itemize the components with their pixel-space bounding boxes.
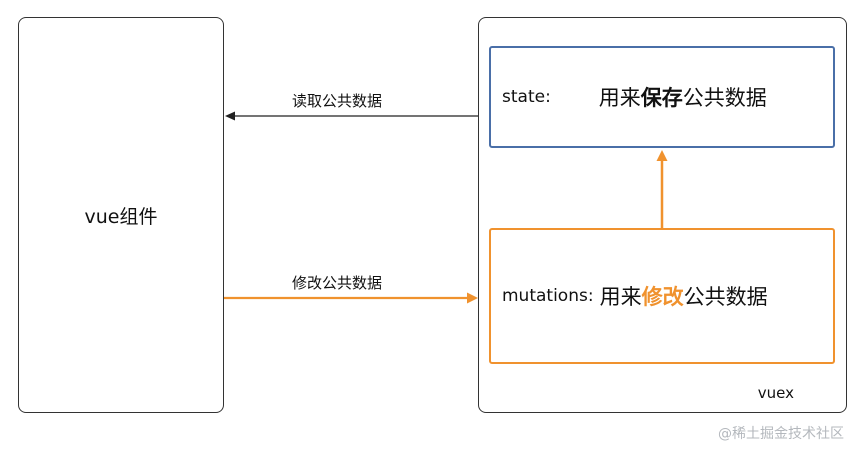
mutations-box: mutations: 用来修改公共数据 [489, 228, 835, 364]
mutations-desc-highlight: 修改 [641, 285, 684, 309]
vue-component-box: vue组件 [18, 17, 224, 413]
vue-component-label: vue组件 [84, 206, 158, 228]
mutations-desc-post: 公共数据 [683, 285, 768, 309]
state-desc-pre: 用来 [598, 86, 641, 110]
read-edge-label: 读取公共数据 [292, 92, 383, 110]
read-arrowhead [225, 111, 235, 121]
vuex-box: vuex [478, 17, 847, 413]
mutations-description: 用来修改公共数据 [600, 281, 768, 311]
state-description: 用来保存公共数据 [599, 82, 767, 112]
state-desc-highlight: 保存 [640, 86, 683, 110]
mutations-desc-pre: 用来 [599, 285, 642, 309]
modify-arrowhead [467, 292, 478, 304]
watermark: @稀土掘金技术社区 [718, 426, 844, 442]
mutations-key: mutations: [502, 286, 594, 306]
state-text: state: 用来保存公共数据 [502, 48, 767, 146]
state-desc-post: 公共数据 [682, 86, 767, 110]
mutations-to-state-arrowhead [656, 150, 668, 161]
vuex-label: vuex [757, 384, 794, 402]
state-box: state: 用来保存公共数据 [489, 46, 835, 148]
state-key: state: [502, 87, 551, 107]
mutations-text: mutations: 用来修改公共数据 [502, 230, 768, 362]
modify-edge-label: 修改公共数据 [292, 274, 383, 292]
